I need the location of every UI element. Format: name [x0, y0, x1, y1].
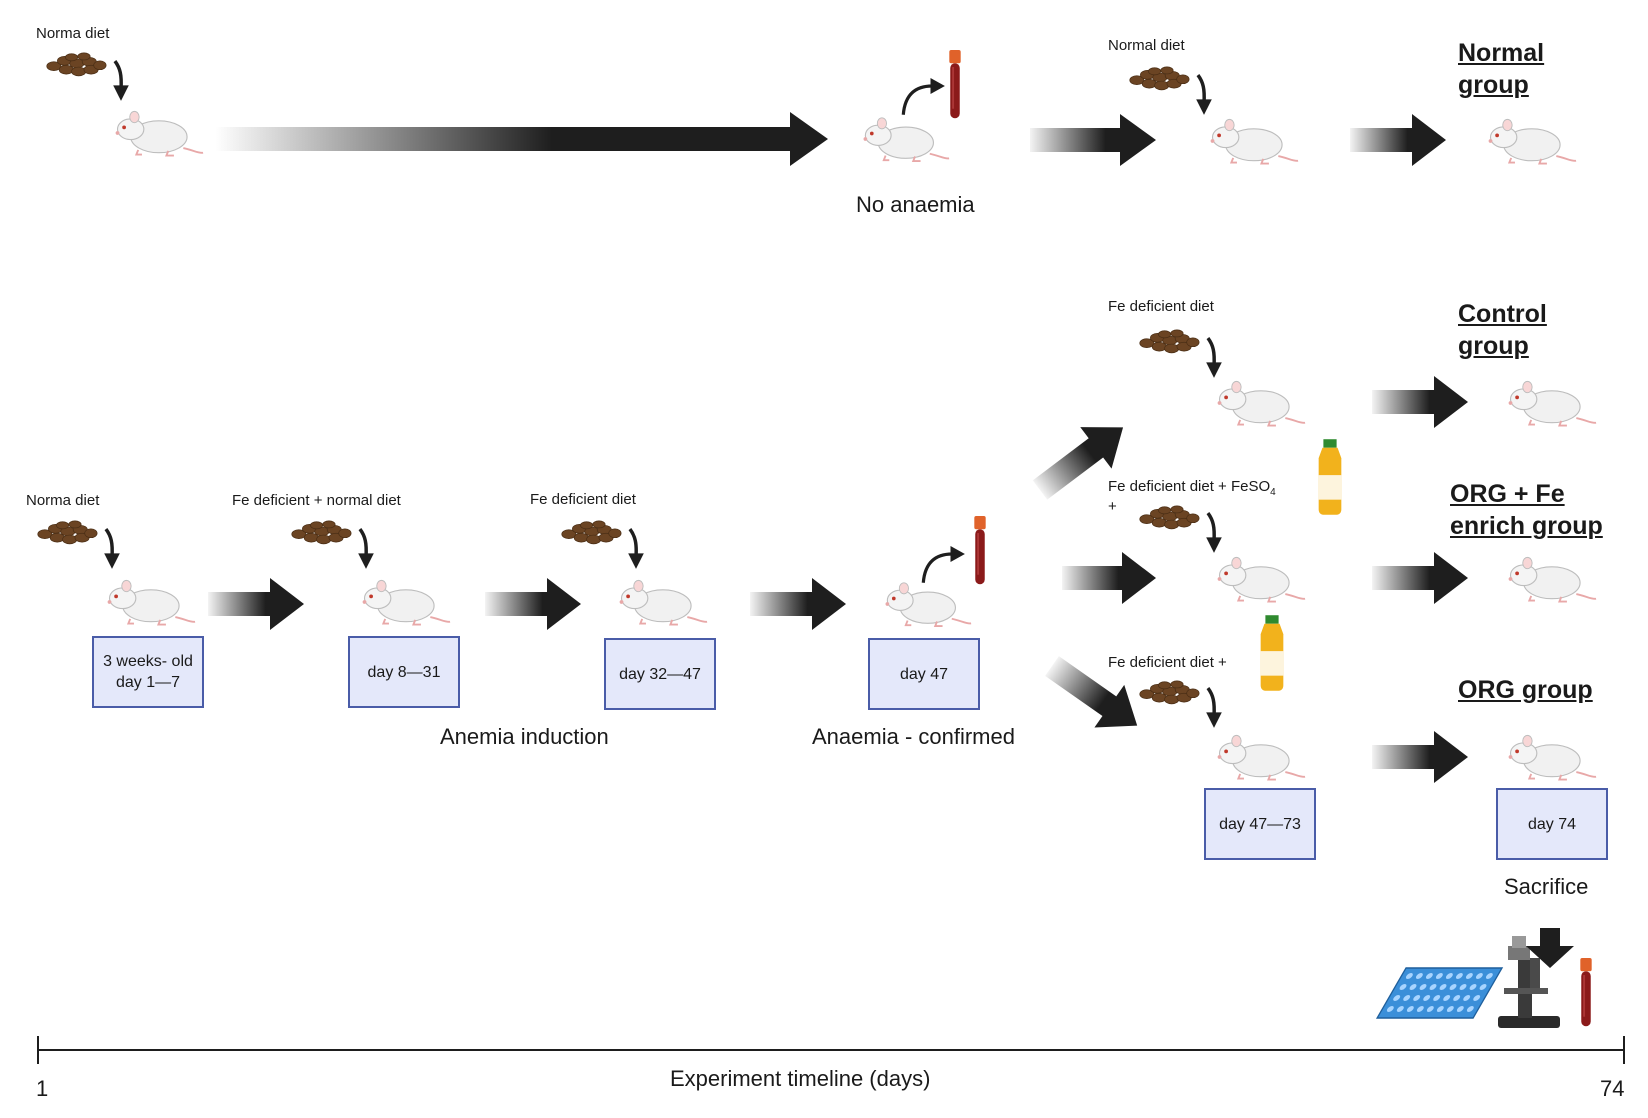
blood-tube-icon: [949, 50, 961, 119]
curved-arrow-icon: [1204, 511, 1224, 555]
sacrifice-label: Sacrifice: [1504, 874, 1589, 899]
diet-label-org-fe: Fe deficient diet + FeSO4: [1108, 478, 1276, 498]
down-arrow-icon: [1526, 928, 1574, 968]
arrow: [1372, 376, 1468, 428]
diet-label-row2-start: Norma diet: [26, 492, 100, 509]
analysis-icons: [1375, 928, 1592, 1028]
long-arrow: [215, 112, 828, 166]
arrow-down-branch: [1045, 656, 1138, 728]
day-box-47-73: day 47—73: [1204, 788, 1316, 860]
rat-icon: [1209, 118, 1299, 165]
food-pellets-icon: [1129, 66, 1190, 91]
diet-label-org-fe-plus: +: [1108, 498, 1117, 515]
row1-normal-track: [46, 50, 1577, 166]
rat-icon: [1487, 118, 1577, 165]
curved-arrow-icon: [626, 527, 646, 571]
arrow: [208, 578, 304, 630]
juice-bottle-icon: [1318, 439, 1342, 515]
arrow: [1350, 114, 1446, 166]
microplate-icon: [1375, 967, 1504, 1019]
arrow: [1030, 114, 1156, 166]
curved-arrow-icon: [111, 59, 131, 103]
curved-arrow-icon: [1204, 336, 1224, 380]
control-branch: [1139, 329, 1597, 428]
diet-label-row2-mix: Fe deficient + normal diet: [232, 492, 401, 509]
food-pellets-icon: [1139, 680, 1200, 705]
food-pellets-icon: [46, 52, 107, 77]
arrow-up-branch: [1032, 427, 1124, 500]
diet-label-control: Fe deficient diet: [1108, 298, 1214, 315]
arrow: [750, 578, 846, 630]
anaemia-confirmed-label: Anaemia - confirmed: [812, 724, 1015, 749]
blood-tube-icon: [974, 516, 986, 585]
rat-icon: [884, 581, 972, 628]
microscope-icon: [1498, 936, 1560, 1028]
rat-icon: [106, 579, 196, 626]
rat-icon: [1216, 734, 1306, 781]
timeline-axis: [37, 1036, 1625, 1064]
anemia-induction-label: Anemia induction: [440, 724, 609, 749]
curved-arrow-icon: [901, 78, 947, 117]
curved-arrow-icon: [1204, 686, 1224, 730]
rat-icon: [1507, 734, 1597, 781]
normal-group-title: Normal group: [1458, 39, 1545, 99]
no-anaemia-label: No anaemia: [856, 192, 975, 217]
diet-label-row1-mid: Normal diet: [1108, 37, 1185, 54]
day-box-47: day 47: [868, 638, 980, 710]
control-group-title: Control group: [1458, 300, 1547, 360]
rat-icon: [1507, 556, 1597, 603]
food-pellets-icon: [37, 520, 98, 545]
org-branch: [1139, 615, 1597, 783]
day-box-8-31: day 8—31: [348, 636, 460, 708]
curved-arrow-icon: [1194, 73, 1214, 117]
food-pellets-icon: [291, 520, 352, 545]
arrow: [1372, 731, 1468, 783]
rat-icon: [1507, 380, 1597, 427]
food-pellets-icon: [561, 520, 622, 545]
arrow: [1372, 552, 1468, 604]
org-fe-branch: [1139, 439, 1597, 604]
rat-icon: [1216, 380, 1306, 427]
timeline-end-label: 74: [1600, 1076, 1625, 1101]
org-fe-group-title: ORG + Fe enrich group: [1450, 480, 1603, 540]
timeline-start-label: 1: [36, 1076, 49, 1101]
diet-label-org: Fe deficient diet +: [1108, 654, 1227, 671]
day-box-74: day 74: [1496, 788, 1608, 860]
rat-icon: [361, 579, 451, 626]
rat-icon: [618, 579, 708, 626]
arrow: [485, 578, 581, 630]
org-group-title: ORG group: [1458, 676, 1593, 704]
food-pellets-icon: [1139, 329, 1200, 354]
curved-arrow-icon: [102, 527, 122, 571]
diet-label-row2-def: Fe deficient diet: [530, 491, 636, 508]
rat-icon: [1216, 556, 1306, 603]
branch-arrows: [1032, 427, 1156, 728]
juice-bottle-icon: [1260, 615, 1284, 691]
arrow-mid-branch: [1062, 552, 1156, 604]
rat-icon: [114, 110, 204, 157]
blood-tube-icon: [1580, 958, 1592, 1027]
row2-induction-track: [37, 516, 986, 630]
food-pellets-icon: [1139, 505, 1200, 530]
timeline-axis-label: Experiment timeline (days): [670, 1066, 931, 1091]
curved-arrow-icon: [356, 527, 376, 571]
day-box-32-47: day 32—47: [604, 638, 716, 710]
diet-label-row1-start: Norma diet: [36, 25, 110, 42]
rat-icon: [862, 116, 950, 163]
day-box-1-7: 3 weeks- old day 1—7: [92, 636, 204, 708]
curved-arrow-icon: [921, 546, 967, 585]
